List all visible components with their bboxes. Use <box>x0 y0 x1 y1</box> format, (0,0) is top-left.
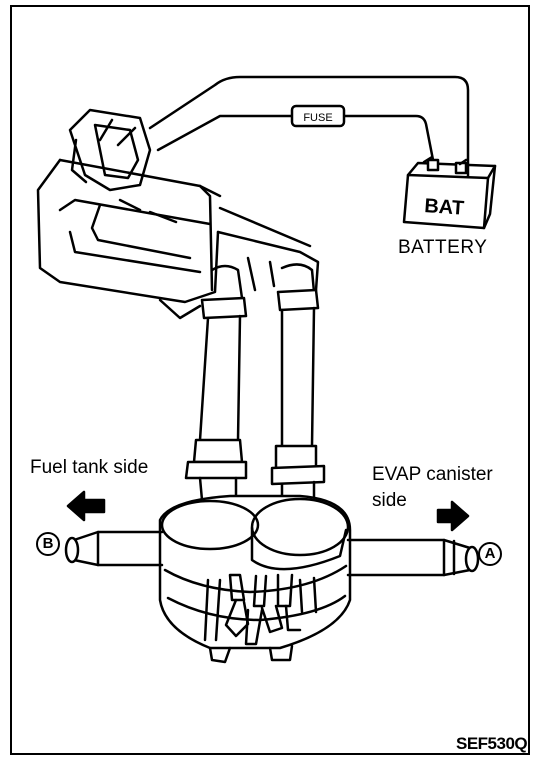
fuse: FUSE <box>290 104 346 128</box>
evap-canister-side-label: EVAP canister side <box>372 462 493 514</box>
fuse-label: FUSE <box>303 112 332 124</box>
left-arrow-icon <box>66 490 106 522</box>
battery-terminal-label: BAT <box>424 195 465 220</box>
battery: BAT <box>402 155 497 230</box>
hose-left <box>184 264 248 502</box>
pipe-left <box>64 530 164 567</box>
wire-negative-fuse-out <box>342 114 436 167</box>
port-b-marker: B <box>36 532 60 556</box>
pipe-right <box>346 538 480 577</box>
evap-label-line-1: EVAP canister <box>372 464 493 485</box>
diagram-frame <box>10 5 530 755</box>
wire-positive <box>148 75 470 188</box>
port-a-marker: A <box>478 542 502 566</box>
figure-code: SEF530Q <box>456 734 528 753</box>
battery-label: BATTERY <box>398 237 488 258</box>
solenoid-connector <box>36 108 320 320</box>
valve-body <box>158 494 352 664</box>
hose-right <box>270 263 326 510</box>
wire-negative <box>156 114 294 152</box>
fuel-tank-side-label: Fuel tank side <box>30 457 149 478</box>
right-arrow-icon <box>436 500 470 532</box>
evap-label-line-2: side <box>372 490 407 511</box>
